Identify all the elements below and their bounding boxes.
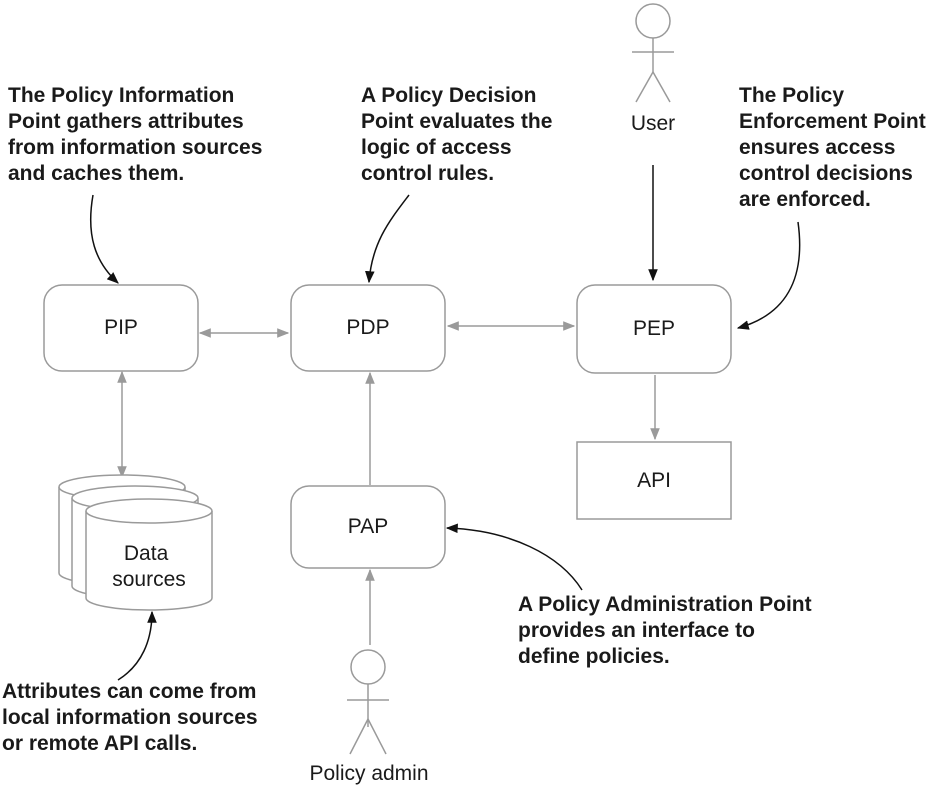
pip-callout-pointer <box>90 194 119 284</box>
pip-callout: The Policy Information Point gathers att… <box>8 84 268 185</box>
pep-node: PEP <box>576 284 732 374</box>
data-sources-label: Data sources <box>112 542 186 591</box>
api-label: API <box>637 469 671 492</box>
pep-callout-pointer <box>736 221 801 330</box>
pap-label: PAP <box>348 515 388 538</box>
pdp-node: PDP <box>290 284 446 372</box>
api-node: API <box>576 441 732 520</box>
user-label: User <box>631 112 675 135</box>
pdp-callout-pointer <box>365 194 410 284</box>
pap-callout-pointer <box>445 523 583 591</box>
policy-admin-label: Policy admin <box>309 762 428 785</box>
data-sources-callout-pointer <box>117 610 157 681</box>
data-sources-callout: Attributes can come from local informati… <box>2 680 263 755</box>
pdp-label: PDP <box>346 316 389 339</box>
pip-node: PIP <box>43 284 199 372</box>
pap-node: PAP <box>290 485 446 569</box>
pip-label: PIP <box>104 316 138 339</box>
pap-callout: A Policy Administration Point provides a… <box>518 593 817 668</box>
user-actor-icon <box>632 3 674 103</box>
pep-label: PEP <box>633 317 675 340</box>
policy-admin-actor-icon <box>347 649 389 755</box>
pep-callout: The Policy Enforcement Point ensures acc… <box>739 84 932 211</box>
pdp-callout: A Policy Decision Point evaluates the lo… <box>361 84 558 185</box>
data-sources-database-icon <box>58 474 213 611</box>
